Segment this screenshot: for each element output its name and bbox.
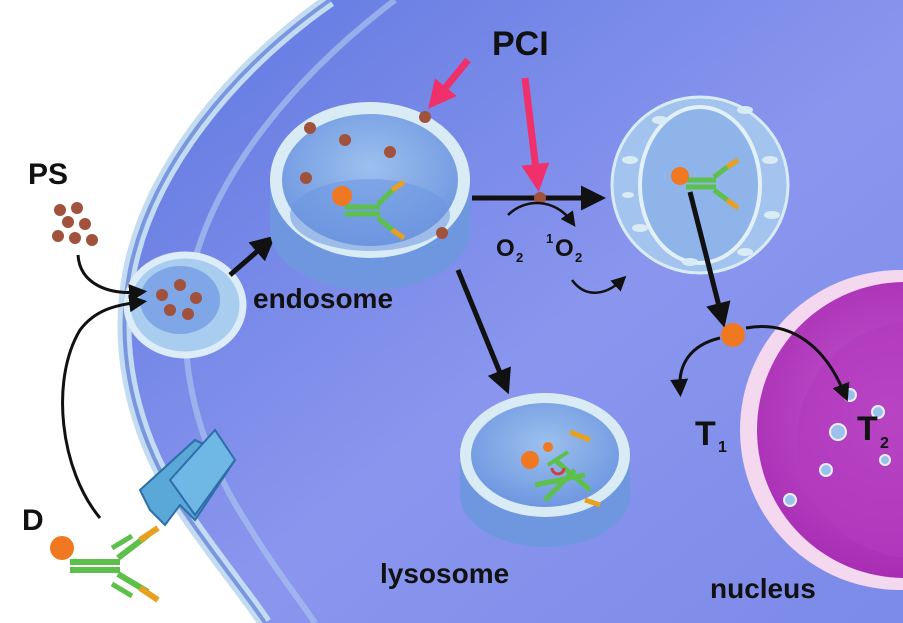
extracellular-space bbox=[0, 0, 330, 623]
pci-light-arrow-1 bbox=[428, 57, 471, 109]
arrow-singlet-oxygen bbox=[570, 275, 627, 294]
free-drug-icon bbox=[721, 323, 745, 347]
arrow-endosome-to-lysosome bbox=[455, 269, 511, 395]
drug-icon bbox=[50, 536, 74, 560]
arrow-release-to-cytosol bbox=[687, 191, 731, 328]
label-o2: O bbox=[496, 235, 515, 262]
ps-activated bbox=[534, 192, 546, 204]
label-singlet-sub: 2 bbox=[575, 250, 582, 265]
label-lysosome: lysosome bbox=[380, 558, 509, 589]
endosome bbox=[270, 102, 470, 290]
label-t1: T bbox=[695, 415, 716, 453]
arrow-target-1 bbox=[670, 336, 721, 398]
label-pci: PCI bbox=[492, 25, 549, 63]
label-endosome: endosome bbox=[253, 283, 393, 314]
ps-particles bbox=[52, 202, 98, 246]
arrow-pocket-to-endosome bbox=[228, 235, 276, 277]
endocytic-pocket bbox=[123, 251, 247, 359]
label-t2: T bbox=[857, 410, 878, 448]
label-ps: PS bbox=[28, 158, 68, 191]
label-t1-sub: 1 bbox=[718, 439, 727, 456]
label-t2-sub: 2 bbox=[880, 435, 889, 452]
endosome-antibody-drug bbox=[332, 179, 406, 241]
arrow-d-uptake bbox=[61, 294, 148, 519]
label-o2-sub: 2 bbox=[516, 250, 523, 265]
arrow-target-2 bbox=[745, 325, 850, 402]
antibody-drug-conjugate bbox=[50, 525, 160, 603]
label-nucleus: nucleus bbox=[710, 573, 816, 604]
released-antibody-drug bbox=[671, 157, 740, 211]
nucleus bbox=[740, 270, 903, 590]
ruptured-endosome bbox=[610, 95, 790, 275]
arrow-ps-uptake bbox=[76, 254, 148, 303]
label-d: D bbox=[22, 504, 44, 537]
label-singlet-sup: 1 bbox=[546, 231, 553, 246]
pci-light-arrow-2 bbox=[521, 77, 550, 192]
receptor bbox=[138, 428, 237, 527]
label-singlet-o2: O bbox=[555, 235, 574, 262]
arrow-oxygen-conversion bbox=[507, 201, 576, 227]
lysosome bbox=[460, 393, 630, 547]
